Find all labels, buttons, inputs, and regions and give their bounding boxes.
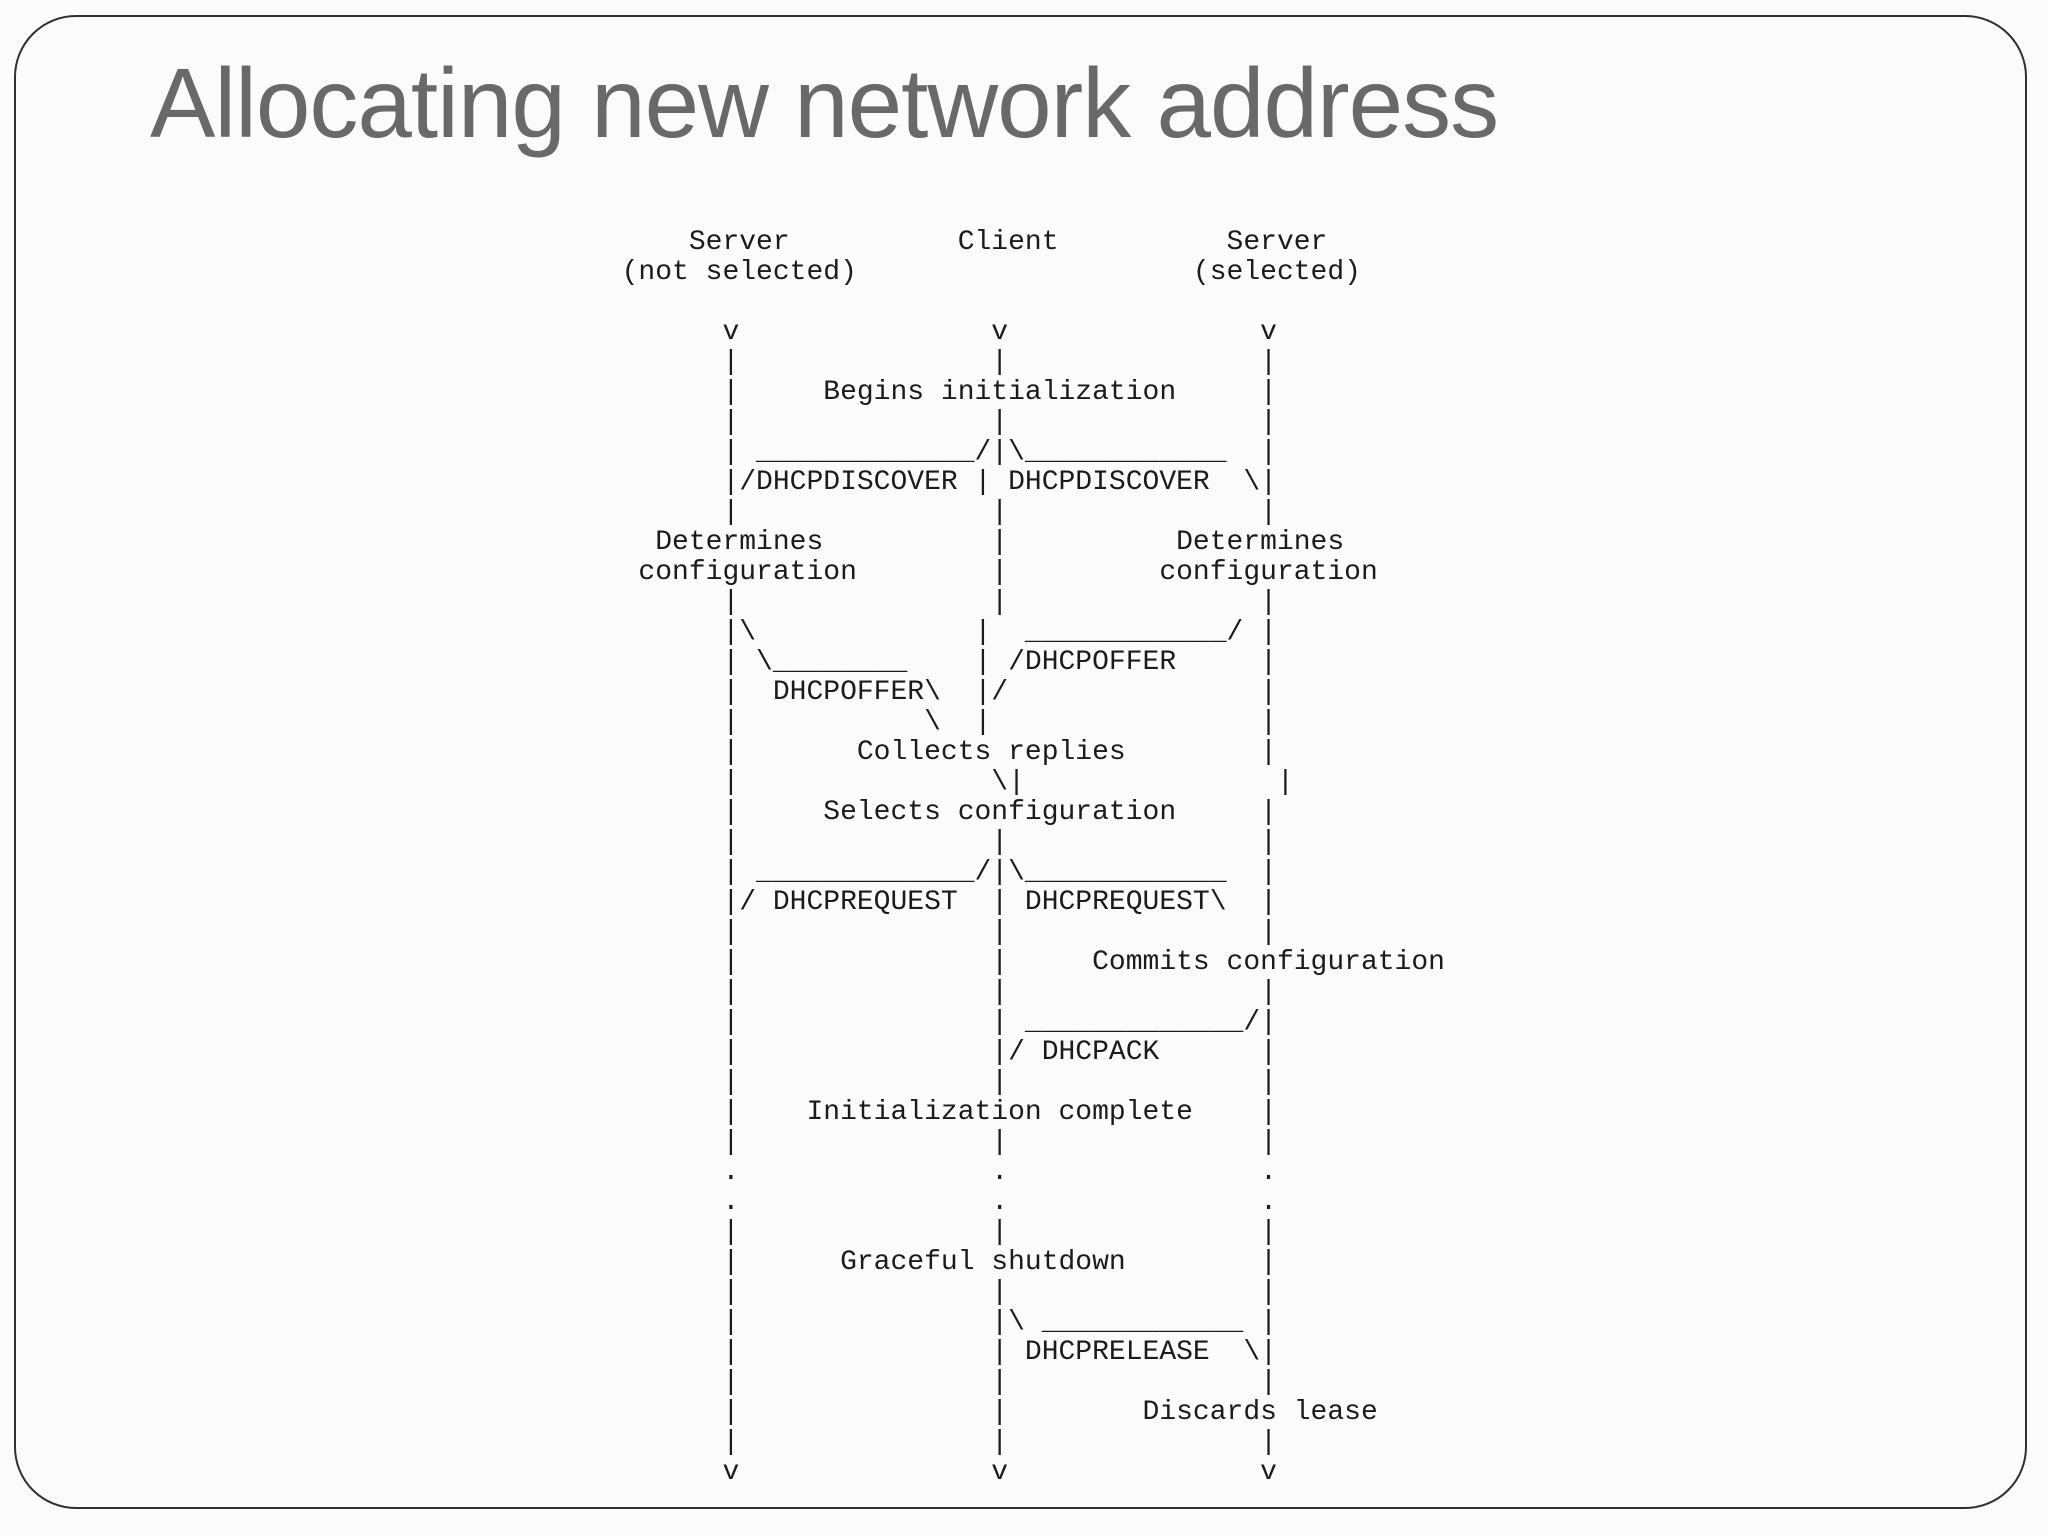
slide-border-frame (14, 15, 2027, 1509)
slide-title: Allocating new network address (150, 48, 1499, 158)
dhcp-message-timeline-ascii-diagram: Server Client Server (not selected) (sel… (621, 227, 1445, 1488)
